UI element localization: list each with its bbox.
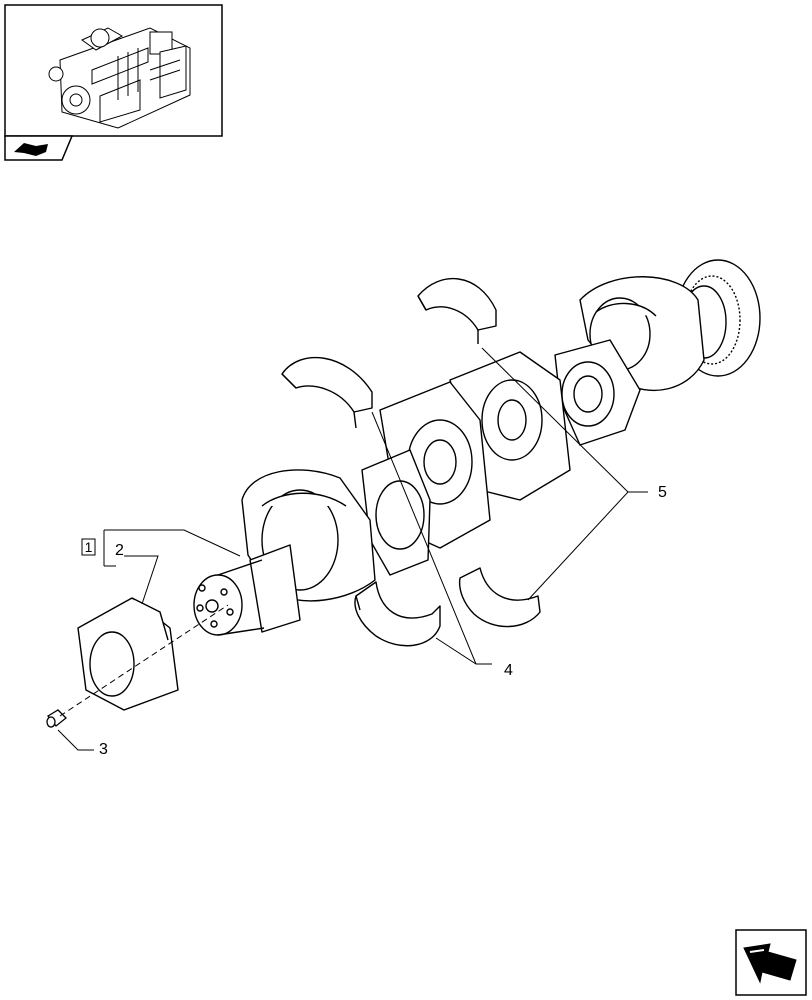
callout-4-label: 4 <box>504 662 513 679</box>
lower-bearing-shell-5 <box>458 567 541 628</box>
leader-lines <box>57 347 648 751</box>
callout-5-label: 5 <box>658 484 667 501</box>
upper-bearing-shell-right <box>417 277 497 344</box>
callout-3-label: 3 <box>99 741 108 758</box>
crankshaft <box>193 259 761 636</box>
assembly-centerline <box>59 604 229 717</box>
callout-1-label: 1 <box>85 539 93 555</box>
callout-2-label: 2 <box>115 542 124 559</box>
callout-1: 1 <box>81 538 96 556</box>
next-page-arrow-icon[interactable] <box>735 929 807 996</box>
book-icon[interactable] <box>4 135 74 161</box>
upper-bearing-shell-left <box>281 356 373 429</box>
pulley-hub <box>77 597 179 711</box>
lower-bearing-shell-4 <box>354 581 441 647</box>
dowel-pin <box>46 709 67 728</box>
engine-thumbnail-icon[interactable] <box>4 4 223 137</box>
